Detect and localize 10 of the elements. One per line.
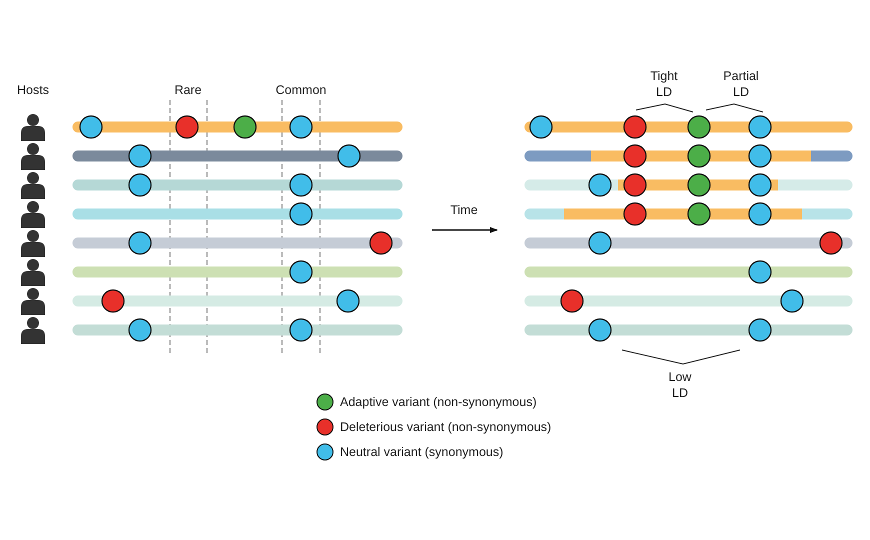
legend-text: Neutral variant (synonymous) (340, 444, 504, 460)
label-text: Low LD (668, 369, 692, 401)
label-text: Rare (173, 82, 203, 98)
label-text: Hosts (16, 82, 50, 98)
label-text: Partial LD (722, 68, 760, 100)
label-text: Common (274, 82, 328, 98)
label-text: Time (449, 202, 479, 218)
label-text: Tight LD (649, 68, 679, 100)
legend-text: Deleterious variant (non-synonymous) (340, 419, 552, 435)
legend-text: Adaptive variant (non-synonymous) (340, 394, 537, 410)
